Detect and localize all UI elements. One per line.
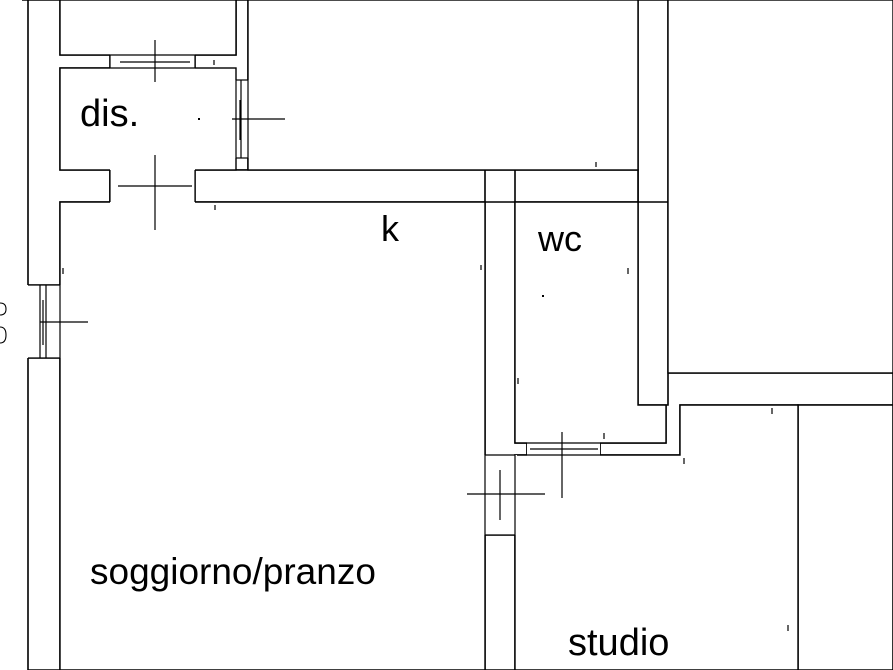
room-studio-outline: [514, 404, 799, 670]
room-top-center-outline: [247, 0, 639, 171]
door-markers: [40, 40, 598, 520]
wall-studio-right: [797, 404, 893, 670]
room-label-dis: dis.: [80, 93, 140, 135]
room-label-wc: wc: [538, 218, 582, 259]
walls: [22, 0, 893, 670]
room-soggiorno-outline: [59, 201, 486, 670]
room-outlines: [59, 0, 893, 670]
edge-marks: [0, 302, 7, 344]
wall-soggiorno-studio: [484, 534, 516, 670]
construction-ticks: [62, 60, 789, 631]
room-top-right-outline: [667, 0, 893, 374]
room-dis-outline: [59, 67, 237, 171]
wall-left-outer-lower: [27, 357, 61, 670]
room-top-left-outline: [59, 0, 237, 56]
wall-k-top: [194, 169, 486, 203]
room-label-soggiorno: soggiorno/pranzo: [90, 551, 376, 592]
room-label-k: k: [381, 208, 399, 249]
room-label-studio: studio: [568, 622, 670, 664]
wall-wc-top: [514, 169, 639, 203]
wall-wc-right: [637, 201, 669, 406]
